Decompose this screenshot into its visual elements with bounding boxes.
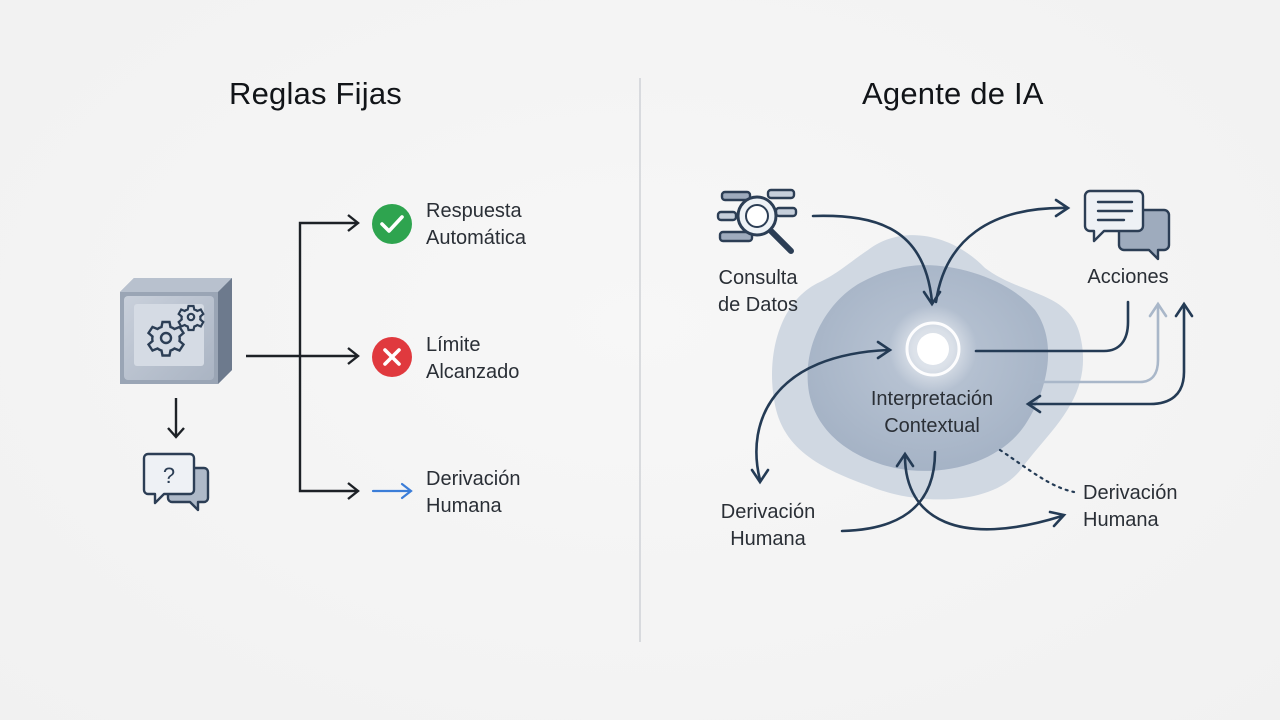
down-arrow bbox=[167, 398, 185, 439]
dotted-path bbox=[998, 448, 1076, 494]
branch-connector bbox=[246, 214, 360, 500]
outcome-human-label: Derivación Humana bbox=[426, 468, 521, 517]
data-query-label: Consulta de Datos bbox=[717, 267, 799, 316]
actions-label: Acciones bbox=[1087, 266, 1169, 288]
left-panel-title: Reglas Fijas bbox=[229, 76, 402, 111]
flow-arrows bbox=[750, 198, 1194, 533]
x-circle-icon bbox=[372, 337, 412, 377]
glowing-core-icon bbox=[889, 305, 977, 393]
check-circle-icon bbox=[372, 204, 412, 244]
chat-bubbles-icon bbox=[1083, 189, 1171, 261]
question-chat-icon: ? bbox=[142, 452, 210, 512]
arrow-right-icon bbox=[371, 482, 413, 500]
right-panel-title: Agente de IA bbox=[862, 76, 1044, 111]
contextual-interpretation-label: Interpretación Contextual bbox=[870, 388, 994, 437]
outcome-limit-label: Límite Alcanzado bbox=[426, 334, 520, 383]
magnifier-data-icon bbox=[716, 188, 798, 254]
handoff-left-label: Derivación Humana bbox=[720, 501, 816, 550]
left-panel-graphics: ? bbox=[120, 204, 413, 512]
handoff-right-label: Derivación Humana bbox=[1083, 482, 1178, 531]
question-mark-glyph: ? bbox=[163, 463, 175, 488]
feedback-arrow bbox=[1026, 301, 1168, 384]
gears-cube-icon bbox=[120, 278, 232, 384]
outcome-auto-label: Respuesta Automática bbox=[426, 200, 527, 249]
